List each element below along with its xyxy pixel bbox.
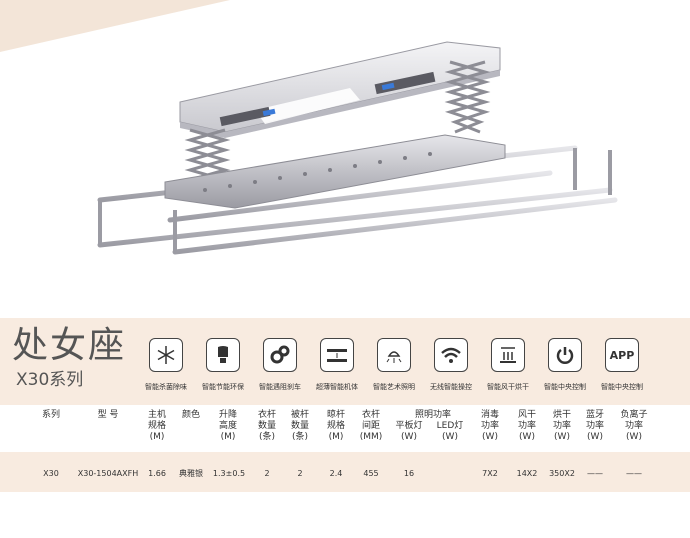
cell-anion: —— [626, 469, 642, 478]
lamp-icon [377, 338, 411, 372]
series-title: 处女座 [12, 325, 127, 366]
header-disinfect: 消毒功率(W) [480, 410, 499, 442]
header-lift-height: 升降高度(M) [218, 410, 237, 442]
feature-label: 智能节能环保 [202, 383, 244, 391]
header-led-lamp: LED灯(W) [436, 421, 464, 442]
wifi-icon [434, 338, 468, 372]
feature-energy: 智能节能环保 [189, 338, 257, 392]
header-series: 系列 [41, 410, 60, 420]
header-color: 颜色 [181, 410, 200, 420]
app-icon: APP [605, 338, 639, 372]
table-row [0, 452, 690, 492]
cell-model: X30-1504AXFH [77, 469, 139, 478]
cell-hidden-rod: 2.4 [329, 469, 343, 478]
header-air-dry: 风干功率(W) [517, 410, 536, 442]
feature-wireless: 无线智能操控 [417, 338, 485, 392]
drying-icon [491, 338, 525, 372]
feature-brake: 智能遇阻刹车 [246, 338, 314, 392]
cell-rod-spacing: 455 [363, 469, 379, 478]
feature-label: 智能杀菌除味 [145, 383, 187, 391]
thin-body-icon [320, 338, 354, 372]
feature-label: 智能艺术照明 [373, 383, 415, 391]
cell-heat-dry: 350X2 [549, 469, 575, 478]
energy-bulb-icon [206, 338, 240, 372]
feature-app-control: APP 智能中央控制 [588, 338, 656, 392]
cell-rod-count: 2 [264, 469, 270, 478]
feature-label: 无线智能操控 [430, 383, 472, 391]
cell-flat-lamp: 16 [403, 469, 415, 478]
header-flat-lamp: 平板灯(W) [395, 421, 423, 442]
series-subtitle: X30系列 [16, 370, 84, 390]
header-rod-spacing: 衣杆间距(MM) [359, 410, 383, 442]
header-model: 型 号 [97, 410, 119, 420]
feature-drying: 智能风干烘干 [474, 338, 542, 392]
header-bluetooth: 蓝牙功率(W) [585, 410, 604, 442]
header-lighting-power: 照明功率 [414, 410, 451, 420]
header-anion: 负离子功率(W) [620, 410, 648, 442]
cell-lift-height: 1.3±0.5 [212, 469, 246, 478]
cell-host-spec: 1.66 [148, 469, 166, 478]
cell-air-dry: 14X2 [516, 469, 538, 478]
feature-label: 智能遇阻刹车 [259, 383, 301, 391]
feature-thin-body: 超薄智能机体 [303, 338, 371, 392]
feature-central-control: 智能中央控制 [531, 338, 599, 392]
cell-series: X30 [43, 469, 59, 478]
feature-label: 智能中央控制 [544, 383, 586, 391]
feature-sterilize: 智能杀菌除味 [132, 338, 200, 392]
clothes-rack-illustration [97, 41, 618, 255]
feature-label: 超薄智能机体 [316, 383, 358, 391]
cell-disinfect: 7X2 [482, 469, 498, 478]
corner-decoration [0, 0, 230, 52]
cell-bluetooth: —— [587, 469, 603, 478]
snowflake-icon [149, 338, 183, 372]
header-heat-dry: 烘干功率(W) [552, 410, 571, 442]
header-hidden-rod: 晾杆规格(M) [326, 410, 345, 442]
feature-label: 智能中央控制 [601, 383, 643, 391]
app-icon-text: APP [609, 348, 635, 362]
power-icon [548, 338, 582, 372]
gears-icon [263, 338, 297, 372]
feature-label: 智能风干烘干 [487, 383, 529, 391]
cell-color: 典雅银 [179, 469, 203, 478]
header-quilt-count: 被杆数量(条) [290, 410, 309, 442]
cell-quilt-count: 2 [297, 469, 303, 478]
header-host-spec: 主机规格(M) [147, 410, 166, 442]
feature-lighting: 智能艺术照明 [360, 338, 428, 392]
header-rod-count: 衣杆数量(条) [257, 410, 276, 442]
